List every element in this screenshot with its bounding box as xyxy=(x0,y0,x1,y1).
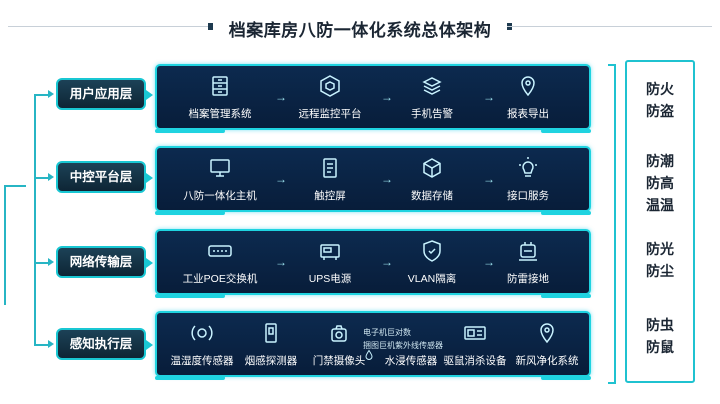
item-access-camera: 门禁摄像头 xyxy=(299,313,379,375)
layer-label-network: 网络传输层 xyxy=(56,246,153,278)
panel-user-app: 档案管理系统 → 远程监控平台 → 手机告警 → 报表导出 xyxy=(155,64,591,133)
item-remote-monitoring: 远程监控平台 xyxy=(285,66,375,128)
desktop-monitor-icon xyxy=(210,159,230,177)
sensor-extra-label-2: 捆图巨机紫外线传感器 xyxy=(363,341,443,350)
item-lightning-grounding: 防雷接地 xyxy=(483,231,573,293)
air-purifier-icon xyxy=(540,323,554,344)
location-pin-icon xyxy=(521,76,535,97)
item-label: 远程监控平台 xyxy=(298,108,362,120)
title-divider-tick-left xyxy=(208,23,213,30)
panel-control-platform: 八防一体化主机 → 触控屏 → 数据存储 → 接口服务 xyxy=(155,146,591,215)
item-data-storage: 数据存储 xyxy=(387,148,477,210)
protection-fire: 防火 xyxy=(646,81,674,97)
monitor-cube-icon xyxy=(320,75,340,97)
right-bracket xyxy=(608,64,616,384)
item-poe-switch: 工业POE交换机 xyxy=(175,231,265,293)
connector-branch-1 xyxy=(34,94,50,96)
archive-cabinet-icon xyxy=(212,76,228,96)
item-fresh-air: 新风净化系统 xyxy=(507,313,587,375)
smoke-detector-icon xyxy=(265,323,277,343)
connector-branch-3 xyxy=(34,262,50,264)
eight-protections-box: 防火 防盗 防潮 防高 温温 防光 防尘 防虫 防鼠 xyxy=(625,60,695,383)
item-main-host: 八防一体化主机 xyxy=(175,148,265,210)
flow-arrow: → xyxy=(275,255,287,269)
flow-arrow: → xyxy=(381,172,393,186)
protection-rodent: 防鼠 xyxy=(646,339,674,355)
item-label: 数据存储 xyxy=(411,190,453,202)
connector-inner-vertical xyxy=(34,94,36,344)
item-label: 温湿度传感器 xyxy=(170,355,234,367)
item-label: UPS电源 xyxy=(308,273,352,285)
camera-icon xyxy=(331,325,347,342)
layer-label-user-app: 用户应用层 xyxy=(56,78,153,110)
item-water-sensor: 水浸传感器 xyxy=(363,313,445,375)
flow-arrow: → xyxy=(381,90,393,104)
item-label: 防雷接地 xyxy=(507,273,549,285)
ups-icon xyxy=(320,244,340,260)
repeller-icon xyxy=(464,326,486,340)
item-label: 门禁摄像头 xyxy=(312,355,366,367)
connector-arrow-3 xyxy=(48,258,54,266)
item-label: 八防一体化主机 xyxy=(183,190,257,202)
flow-arrow: → xyxy=(275,90,287,104)
sensor-extra-label-1: 电子机巨对数 xyxy=(363,328,411,337)
flow-arrow: → xyxy=(483,90,495,104)
item-label: 报表导出 xyxy=(507,108,549,120)
water-sensor-icon xyxy=(365,349,373,360)
item-label: 烟感探测器 xyxy=(244,355,298,367)
item-mobile-alarm: 手机告警 xyxy=(387,66,477,128)
protection-dust: 防尘 xyxy=(646,263,674,279)
connector-branch-4 xyxy=(34,344,50,346)
protection-temperature: 温温 xyxy=(646,197,674,213)
page-title: 档案库房八防一体化系统总体架构 xyxy=(228,21,492,40)
grounding-icon xyxy=(519,242,537,261)
title-divider-right xyxy=(507,26,712,27)
flow-arrow: → xyxy=(275,172,287,186)
panel-network: 工业POE交换机 → UPS电源 → VLAN隔离 → 防雷接地 xyxy=(155,229,591,298)
flow-arrow: → xyxy=(381,255,393,269)
connector-arrow-4 xyxy=(48,340,54,348)
lightbulb-icon xyxy=(519,157,537,177)
switch-icon xyxy=(208,245,232,257)
item-label: VLAN隔离 xyxy=(407,273,457,285)
item-ups: UPS电源 xyxy=(285,231,375,293)
data-cube-icon xyxy=(423,158,441,178)
layer-label-control-platform: 中控平台层 xyxy=(56,161,153,193)
item-label: 触控屏 xyxy=(314,190,346,202)
item-label: 驱鼠消杀设备 xyxy=(443,355,507,367)
flow-arrow: → xyxy=(483,255,495,269)
protection-high: 防高 xyxy=(646,175,674,191)
item-label: 接口服务 xyxy=(507,190,549,202)
item-report-export: 报表导出 xyxy=(483,66,573,128)
connector-branch-2 xyxy=(34,177,50,179)
temperature-sensor-icon xyxy=(191,325,213,341)
item-archive-management: 档案管理系统 xyxy=(175,66,265,128)
item-interface-service: 接口服务 xyxy=(483,148,573,210)
connector-outer-vertical xyxy=(4,185,6,305)
connector-arrow-1 xyxy=(48,90,54,98)
item-vlan: VLAN隔离 xyxy=(387,231,477,293)
layer-label-perception: 感知执行层 xyxy=(56,328,153,360)
protection-light: 防光 xyxy=(646,241,674,257)
flow-arrow: → xyxy=(483,172,495,186)
item-rodent-repeller: 驱鼠消杀设备 xyxy=(435,313,515,375)
stack-alarm-icon xyxy=(422,77,442,95)
protection-insect: 防虫 xyxy=(646,317,674,333)
protection-moisture: 防潮 xyxy=(646,153,674,169)
item-label: 新风净化系统 xyxy=(515,355,579,367)
connector-arrow-2 xyxy=(48,173,54,181)
connector-outer-top xyxy=(4,185,26,187)
item-temp-humidity-sensor: 温湿度传感器 xyxy=(161,313,243,375)
item-label: 手机告警 xyxy=(411,108,453,120)
protection-theft: 防盗 xyxy=(646,103,674,119)
item-smoke-detector: 烟感探测器 xyxy=(231,313,311,375)
shield-icon xyxy=(423,240,441,262)
touch-document-icon xyxy=(323,158,337,178)
panel-perception: 温湿度传感器 烟感探测器 门禁摄像头 电子机巨对数 捆图巨机紫外线传感器 水浸传… xyxy=(155,311,591,380)
item-label: 工业POE交换机 xyxy=(182,273,258,285)
item-label: 水浸传感器 xyxy=(384,355,438,367)
title-divider-left xyxy=(8,26,213,27)
item-touchscreen: 触控屏 xyxy=(285,148,375,210)
item-label: 档案管理系统 xyxy=(188,108,252,120)
